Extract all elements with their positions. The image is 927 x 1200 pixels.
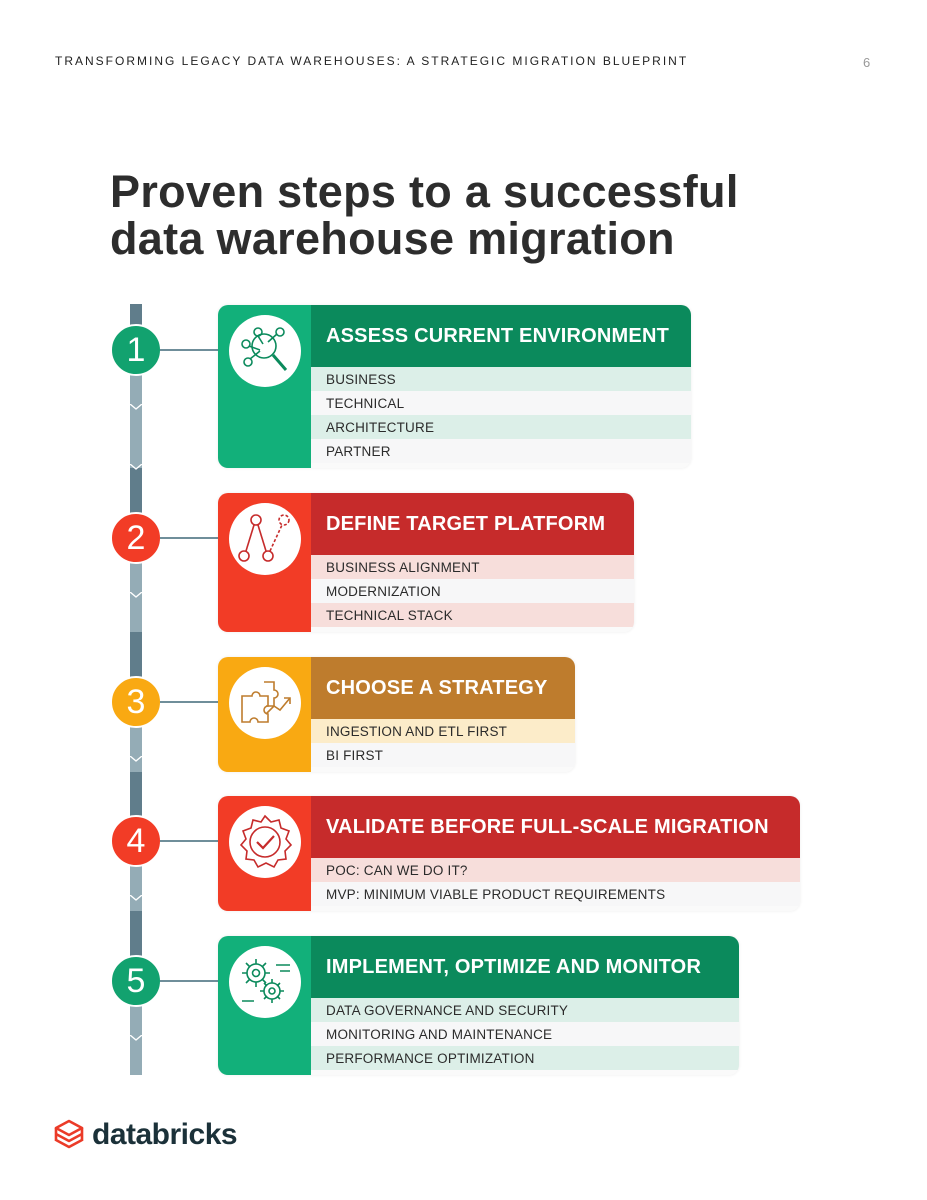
step-list-item: BUSINESS	[311, 367, 691, 391]
timeline-chevron-icon	[129, 888, 143, 901]
databricks-logo: databricks	[54, 1118, 238, 1152]
step-icon-panel	[218, 936, 311, 1075]
puzzle-growth-icon	[228, 667, 301, 739]
page-title: Proven steps to a successful data wareho…	[110, 166, 739, 264]
step-title: DEFINE TARGET PLATFORM	[311, 493, 634, 555]
step-list-item: BUSINESS ALIGNMENT	[311, 555, 634, 579]
step-number-badge: 5	[110, 955, 162, 1007]
step-title: CHOOSE A STRATEGY	[311, 657, 575, 719]
step-title: VALIDATE BEFORE FULL-SCALE MIGRATION	[311, 796, 800, 858]
step-connector	[160, 840, 218, 842]
branch-target-icon	[228, 503, 301, 575]
page-number: 6	[863, 55, 871, 70]
step-list-item: PERFORMANCE OPTIMIZATION	[311, 1046, 739, 1070]
step-icon-panel	[218, 493, 311, 632]
step-list-item: INGESTION AND ETL FIRST	[311, 719, 575, 743]
step-icon-panel	[218, 796, 311, 911]
timeline-segment	[130, 353, 142, 468]
step-icon-panel	[218, 657, 311, 772]
step-list-item: PARTNER	[311, 439, 691, 463]
step-icon-panel	[218, 305, 311, 468]
step-connector	[160, 537, 218, 539]
gears-icon	[228, 946, 301, 1018]
search-network-icon	[228, 315, 301, 387]
step-list-item: POC: CAN WE DO IT?	[311, 858, 800, 882]
step-list-item: MONITORING AND MAINTENANCE	[311, 1022, 739, 1046]
timeline-chevron-icon	[129, 749, 143, 762]
step-connector	[160, 701, 218, 703]
timeline-chevron-icon	[129, 585, 143, 598]
databricks-logo-icon	[54, 1119, 84, 1149]
step-number-badge: 4	[110, 815, 162, 867]
step-list-item: DATA GOVERNANCE AND SECURITY	[311, 998, 739, 1022]
step-list-item: MODERNIZATION	[311, 579, 634, 603]
timeline-chevron-icon	[129, 457, 143, 470]
step-connector	[160, 980, 218, 982]
step-number-badge: 1	[110, 324, 162, 376]
step-list-item: ARCHITECTURE	[311, 415, 691, 439]
step-number-badge: 3	[110, 676, 162, 728]
step-list-item: TECHNICAL	[311, 391, 691, 415]
running-header: TRANSFORMING LEGACY DATA WAREHOUSES: A S…	[55, 54, 689, 68]
verified-badge-icon	[228, 806, 301, 878]
step-number-badge: 2	[110, 512, 162, 564]
databricks-wordmark: databricks	[92, 1118, 238, 1151]
step-title: ASSESS CURRENT ENVIRONMENT	[311, 305, 691, 367]
timeline-chevron-icon	[129, 1028, 143, 1041]
step-connector	[160, 349, 218, 351]
step-title: IMPLEMENT, OPTIMIZE AND MONITOR	[311, 936, 739, 998]
step-list-item: BI FIRST	[311, 743, 575, 767]
step-list-item: TECHNICAL STACK	[311, 603, 634, 627]
step-list-item: MVP: MINIMUM VIABLE PRODUCT REQUIREMENTS	[311, 882, 800, 906]
timeline-chevron-icon	[129, 397, 143, 410]
